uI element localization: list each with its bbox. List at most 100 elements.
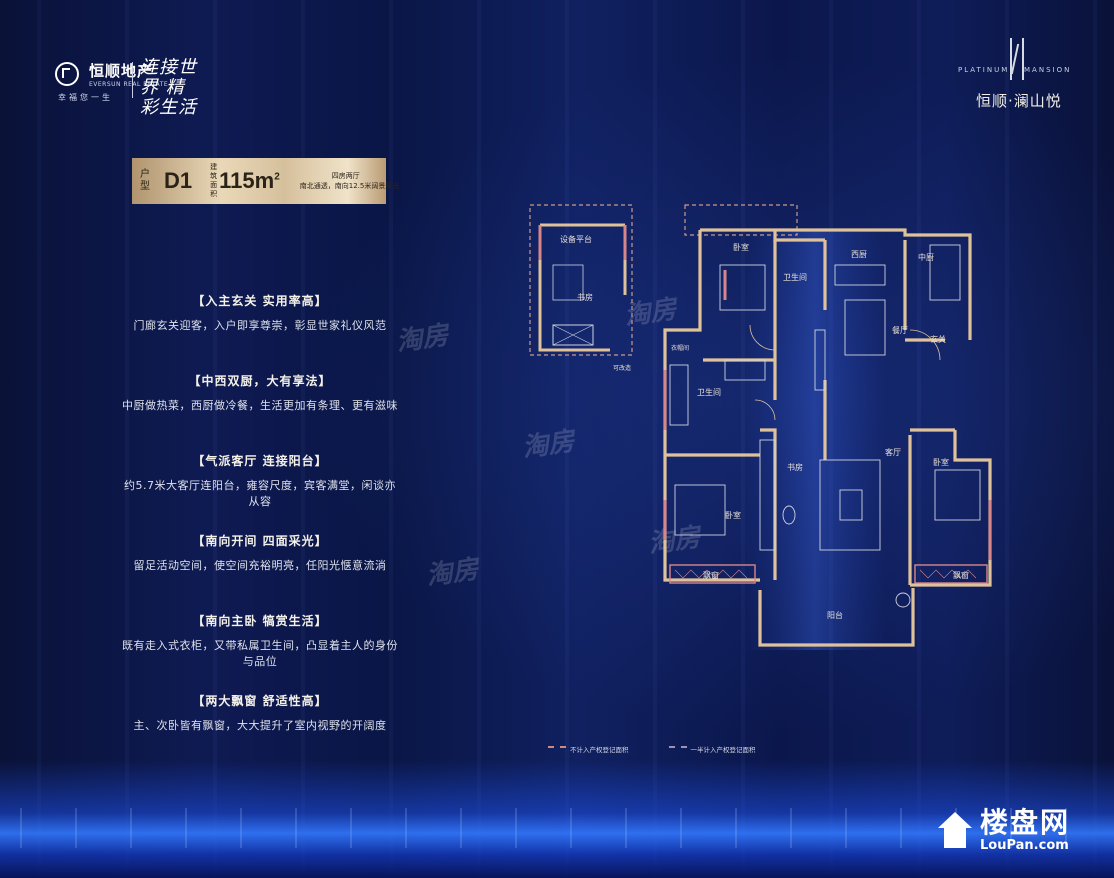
unit-area-value: 115m [219,168,275,193]
plan-legend: 不计入产权登记面积 一半计入产权登记面积 [548,744,756,754]
pink-walls [663,270,992,560]
feature-title: 【两大飘窗 舒适性高】 [192,694,328,708]
study-desk [552,264,584,301]
unit-desc-line1: 四房两厅 [331,172,360,180]
balcony-washer [895,592,911,608]
platinum-text: PLATINUM [958,66,1010,74]
study-pink-walls [538,225,627,260]
equipment-platform-outline [529,204,633,356]
feature-description: 既有走入式衣柜，又带私属卫生间，凸显着主人的身份与品位 [122,639,398,668]
room-label-equipment-platform: 设备平台 [560,234,592,244]
feature-item: 【两大飘窗 舒适性高】 主、次卧皆有飘窗，大大提升了室内视野的开阔度 [120,692,400,772]
feature-description: 留足活动空间，使空间充裕明亮，任阳光惬意流淌 [133,559,387,572]
feature-list: 【入主玄关 实用率高】 门廊玄关迎客，入户即享尊崇，彰显世家礼仪风范 【中西双厨… [120,292,400,772]
study-cabinet-cross [552,324,594,346]
floor-plan: 设备平台 书房 卧室 卫生间 西厨 中厨 餐厅 玄关 卫生间 书房 客厅 卧室 … [529,204,992,650]
western-kitchen-counter [834,264,886,286]
feature-title: 【南向开间 四面采光】 [192,534,328,548]
mansion-text: MANSION [1024,66,1072,74]
unit-area-sup: 2 [274,171,280,183]
unit-area: 115m2 [219,168,280,194]
room-label-bedroom-nw: 卧室 [733,242,749,252]
bathtub [669,364,689,426]
coffee-table [839,489,863,521]
site-name: 楼盘网 [980,806,1071,839]
legend-item: 不计入产权登记面积 [548,744,629,754]
unit-desc-line2: 南北通透，南向12.5米阔景采光 [299,182,400,190]
room-label-master-bedroom: 卧室 [725,510,741,520]
dashed-outlines [529,204,798,356]
doors [749,324,941,421]
feature-title: 【气派客厅 连接阳台】 [192,454,328,468]
note-convertible: 可改造 [613,364,631,372]
bay-window-right [914,564,988,584]
room-label-balcony: 阳台 [827,610,843,620]
room-label-study: 书房 [577,292,593,302]
feature-description: 约5.7米大客厅连阳台，雍容尺度，宾客满堂，闲谈亦从容 [124,479,396,508]
legend-swatch-half-counted [668,746,687,752]
room-label-dining: 餐厅 [892,326,908,335]
brand-logo-group: 恒顺地产 EVERSUN REAL ESTATE [55,60,168,88]
legend-swatch-not-counted [548,746,566,752]
unit-code: D1 [164,168,193,193]
unit-type-label: 户型 [140,169,150,192]
wardrobe [759,439,776,551]
feature-description: 主、次卧皆有飘窗，大大提升了室内视野的开阔度 [133,719,387,732]
room-label-closet: 衣帽间 [671,344,689,352]
room-label-living: 客厅 [885,447,901,457]
feature-title: 【南向主卧 犒赏生活】 [192,614,328,628]
legend-text: 一半计入产权登记面积 [690,746,756,754]
brand-tagline: 幸福您一生 [58,93,113,102]
bay-window-right-pattern [919,569,977,579]
room-label-entry: 玄关 [930,334,946,344]
slogan: 连接世界 精彩生活 [140,57,197,118]
mansion-logo-icon [1010,38,1024,80]
brand-divider [132,62,133,98]
site-domain: LouPan.com [980,838,1069,853]
sofa-set [819,459,881,551]
bottom-glow [0,760,1114,878]
watermark: 淘房 [394,320,451,358]
bed-master [674,484,726,536]
area-label: 建筑面积 [210,163,218,198]
room-label-bay-window-2: 飘窗 [953,570,969,580]
feature-title: 【入主玄关 实用率高】 [192,294,328,308]
unit-badge: 户型 D1 建筑面积 115m2 四房两厅 南北通透，南向12.5米阔景采光 [132,158,399,204]
chinese-kitchen-counter [929,244,961,301]
furniture [669,244,981,608]
study-cabinet [552,324,594,346]
desk-chair [782,505,796,525]
room-label-chinese-kitchen: 中厨 [918,252,934,262]
feature-description: 门廊玄关迎客，入户即享尊崇，彰显世家礼仪风范 [133,319,387,332]
legend-text: 不计入产权登记面积 [570,746,629,754]
bed-nw [719,264,766,311]
bottom-light-lines [0,808,1114,848]
unit-description: 四房两厅 南北通透，南向12.5米阔景采光 [299,171,400,191]
feature-item: 【气派客厅 连接阳台】 约5.7米大客厅连阳台，雍容尺度，宾客满堂，闲谈亦从容 [120,452,400,532]
house-icon [936,811,974,850]
vanity [724,359,766,381]
feature-item: 【中西双厨，大有享法】 中厨做热菜，西厨做冷餐，生活更加有条理、更有滋味 [120,372,400,452]
feature-item: 【南向开间 四面采光】 留足活动空间，使空间充裕明亮，任阳光惬意流淌 [120,532,400,612]
site-watermark: 楼盘网 LouPan.com [936,808,1070,853]
bay-window-left-pattern [674,569,748,579]
feature-title: 【中西双厨，大有享法】 [188,374,332,388]
room-label-bathroom-north: 卫生间 [783,272,807,282]
brand-name: 恒顺地产 [89,62,154,80]
bed-east [934,469,981,521]
brand-logo-icon [55,62,79,86]
feature-item: 【南向主卧 犒赏生活】 既有走入式衣柜，又带私属卫生间，凸显着主人的身份与品位 [120,612,400,692]
room-label-bathroom-master: 卫生间 [697,387,721,397]
shoe-cabinet [814,329,826,391]
bay-window-left [669,564,756,584]
project-name: 恒顺·澜山悦 [976,92,1062,110]
room-label-western-kitchen: 西厨 [851,250,867,259]
feature-description: 中厨做热菜，西厨做冷餐，生活更加有条理、更有滋味 [122,399,398,412]
dining-table [844,299,886,356]
feature-item: 【入主玄关 实用率高】 门廊玄关迎客，入户即享尊崇，彰显世家礼仪风范 [120,292,400,372]
room-label-bay-window-1: 飘窗 [703,570,719,580]
room-label-bedroom-east: 卧室 [933,457,949,467]
watermark: 淘房 [424,554,481,592]
room-label-study-2: 书房 [787,462,803,472]
top-dashed-outline [684,204,798,236]
